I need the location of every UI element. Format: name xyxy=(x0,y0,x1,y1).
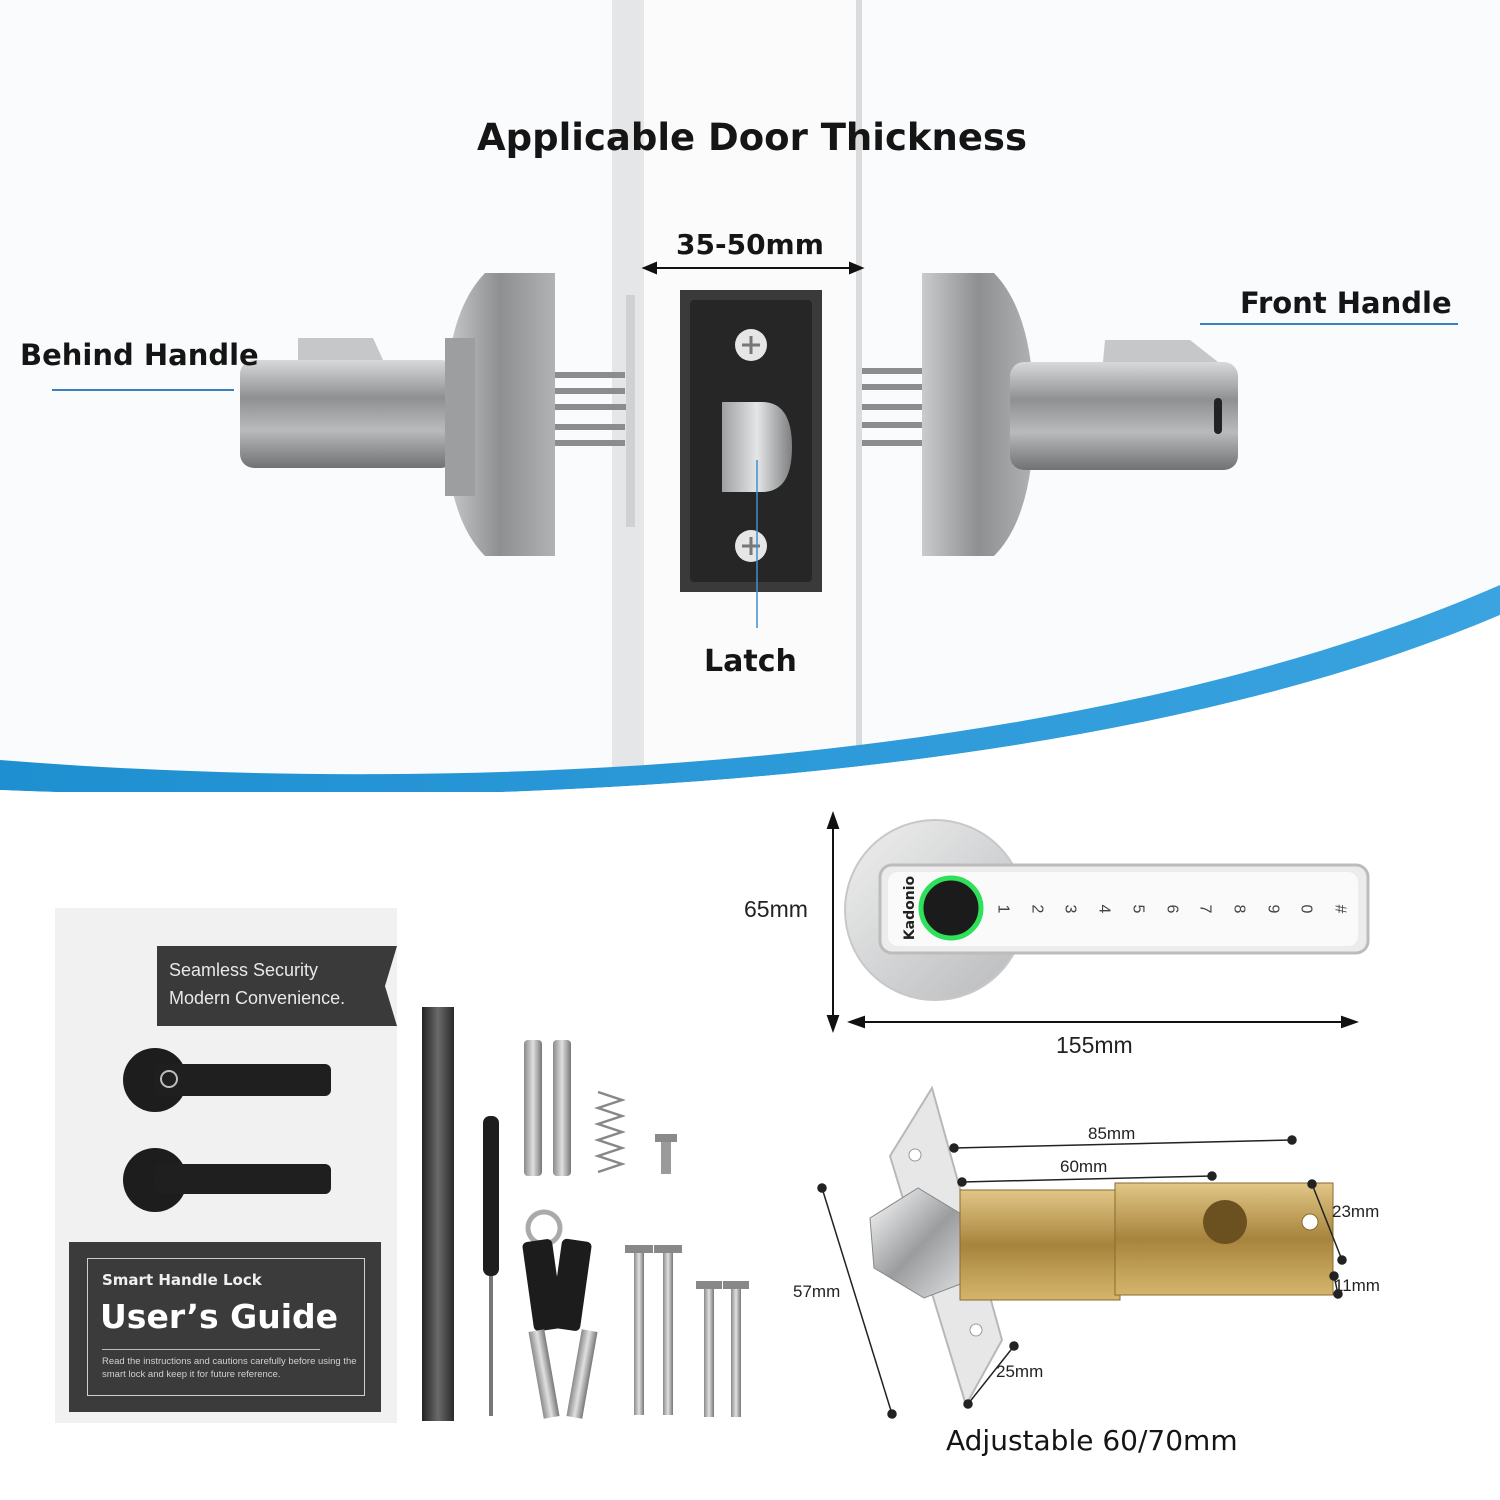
blue-wave-band xyxy=(0,585,1500,796)
latch-dim-23: 23mm xyxy=(1332,1202,1380,1221)
latch-label: Latch xyxy=(704,644,797,679)
keypad-key-5: 5 xyxy=(1129,904,1147,914)
manual-subtitle: Smart Handle Lock xyxy=(102,1271,262,1289)
keypad-key-hash: # xyxy=(1331,904,1349,914)
spindle-right xyxy=(862,368,924,446)
latch-faceplate xyxy=(888,1085,1004,1408)
usb-port-icon xyxy=(1214,398,1222,434)
latch-bolt-head xyxy=(869,1187,977,1299)
manual-lock-images xyxy=(123,1048,331,1212)
manual-cover-frame: Smart Handle Lock User’s Guide Read the … xyxy=(87,1258,365,1396)
keypad-key-1: 1 xyxy=(994,904,1012,914)
latch-dim-11: 11mm xyxy=(1334,1276,1380,1295)
latch-body xyxy=(959,1189,1121,1301)
manual-tagline-1: Seamless Security xyxy=(169,960,319,980)
keypad-key-4: 4 xyxy=(1095,904,1113,914)
spindle-rod xyxy=(422,1007,454,1421)
keypad-key-7: 7 xyxy=(1196,904,1214,914)
fingerprint-sensor-icon xyxy=(918,875,984,941)
front-handle xyxy=(922,273,1238,556)
sleeve-tubes xyxy=(524,1040,571,1176)
manual-cover-box: Smart Handle Lock User’s Guide Read the … xyxy=(69,1242,381,1412)
latch-dim-25: 25mm xyxy=(996,1362,1044,1381)
thickness-arrow xyxy=(641,261,865,275)
front-handle-label: Front Handle xyxy=(1240,286,1452,320)
latch-caption: Adjustable 60/70mm xyxy=(946,1424,1238,1457)
latch-dim-60: 60mm xyxy=(1060,1157,1108,1176)
user-manual: Seamless Security Modern Convenience. Sm… xyxy=(55,908,397,1423)
keypad-key-3: 3 xyxy=(1061,904,1079,914)
behind-handle-label: Behind Handle xyxy=(20,338,259,372)
spindle-left xyxy=(555,295,635,527)
keypad-key-6: 6 xyxy=(1162,904,1180,914)
thickness-label: 35-50mm xyxy=(676,228,824,261)
headline: Applicable Door Thickness xyxy=(477,116,1027,159)
handle-width-label: 155mm xyxy=(1056,1032,1133,1058)
manual-divider xyxy=(102,1349,320,1350)
handle-height-label: 65mm xyxy=(744,896,808,922)
manual-note: Read the instructions and cautions caref… xyxy=(102,1356,357,1380)
manual-title: User’s Guide xyxy=(100,1297,339,1336)
spring-icon xyxy=(594,1090,626,1174)
latch-plate xyxy=(680,290,822,628)
keypad-key-0: 0 xyxy=(1297,904,1315,914)
latch-bolt xyxy=(722,402,792,492)
small-screw-icon xyxy=(655,1134,677,1174)
keypad-key-2: 2 xyxy=(1028,904,1046,914)
keypad-key-9: 9 xyxy=(1264,904,1282,914)
long-screws xyxy=(625,1245,749,1417)
key-icon xyxy=(522,1209,598,1419)
screwdriver-icon xyxy=(483,1116,499,1416)
handle-brand: Kadonio xyxy=(902,875,919,941)
keypad-key-8: 8 xyxy=(1230,904,1248,914)
door-scene xyxy=(0,0,1500,800)
manual-banner xyxy=(157,946,369,1026)
keypad: 1 2 3 4 5 6 7 8 9 0 # xyxy=(994,898,1348,920)
manual-banner-notch xyxy=(369,946,397,1026)
latch-dim-57: 57mm xyxy=(793,1282,841,1301)
manual-tagline-2: Modern Convenience. xyxy=(169,988,346,1008)
latch-dim-85: 85mm xyxy=(1088,1124,1136,1143)
behind-handle xyxy=(240,273,555,556)
